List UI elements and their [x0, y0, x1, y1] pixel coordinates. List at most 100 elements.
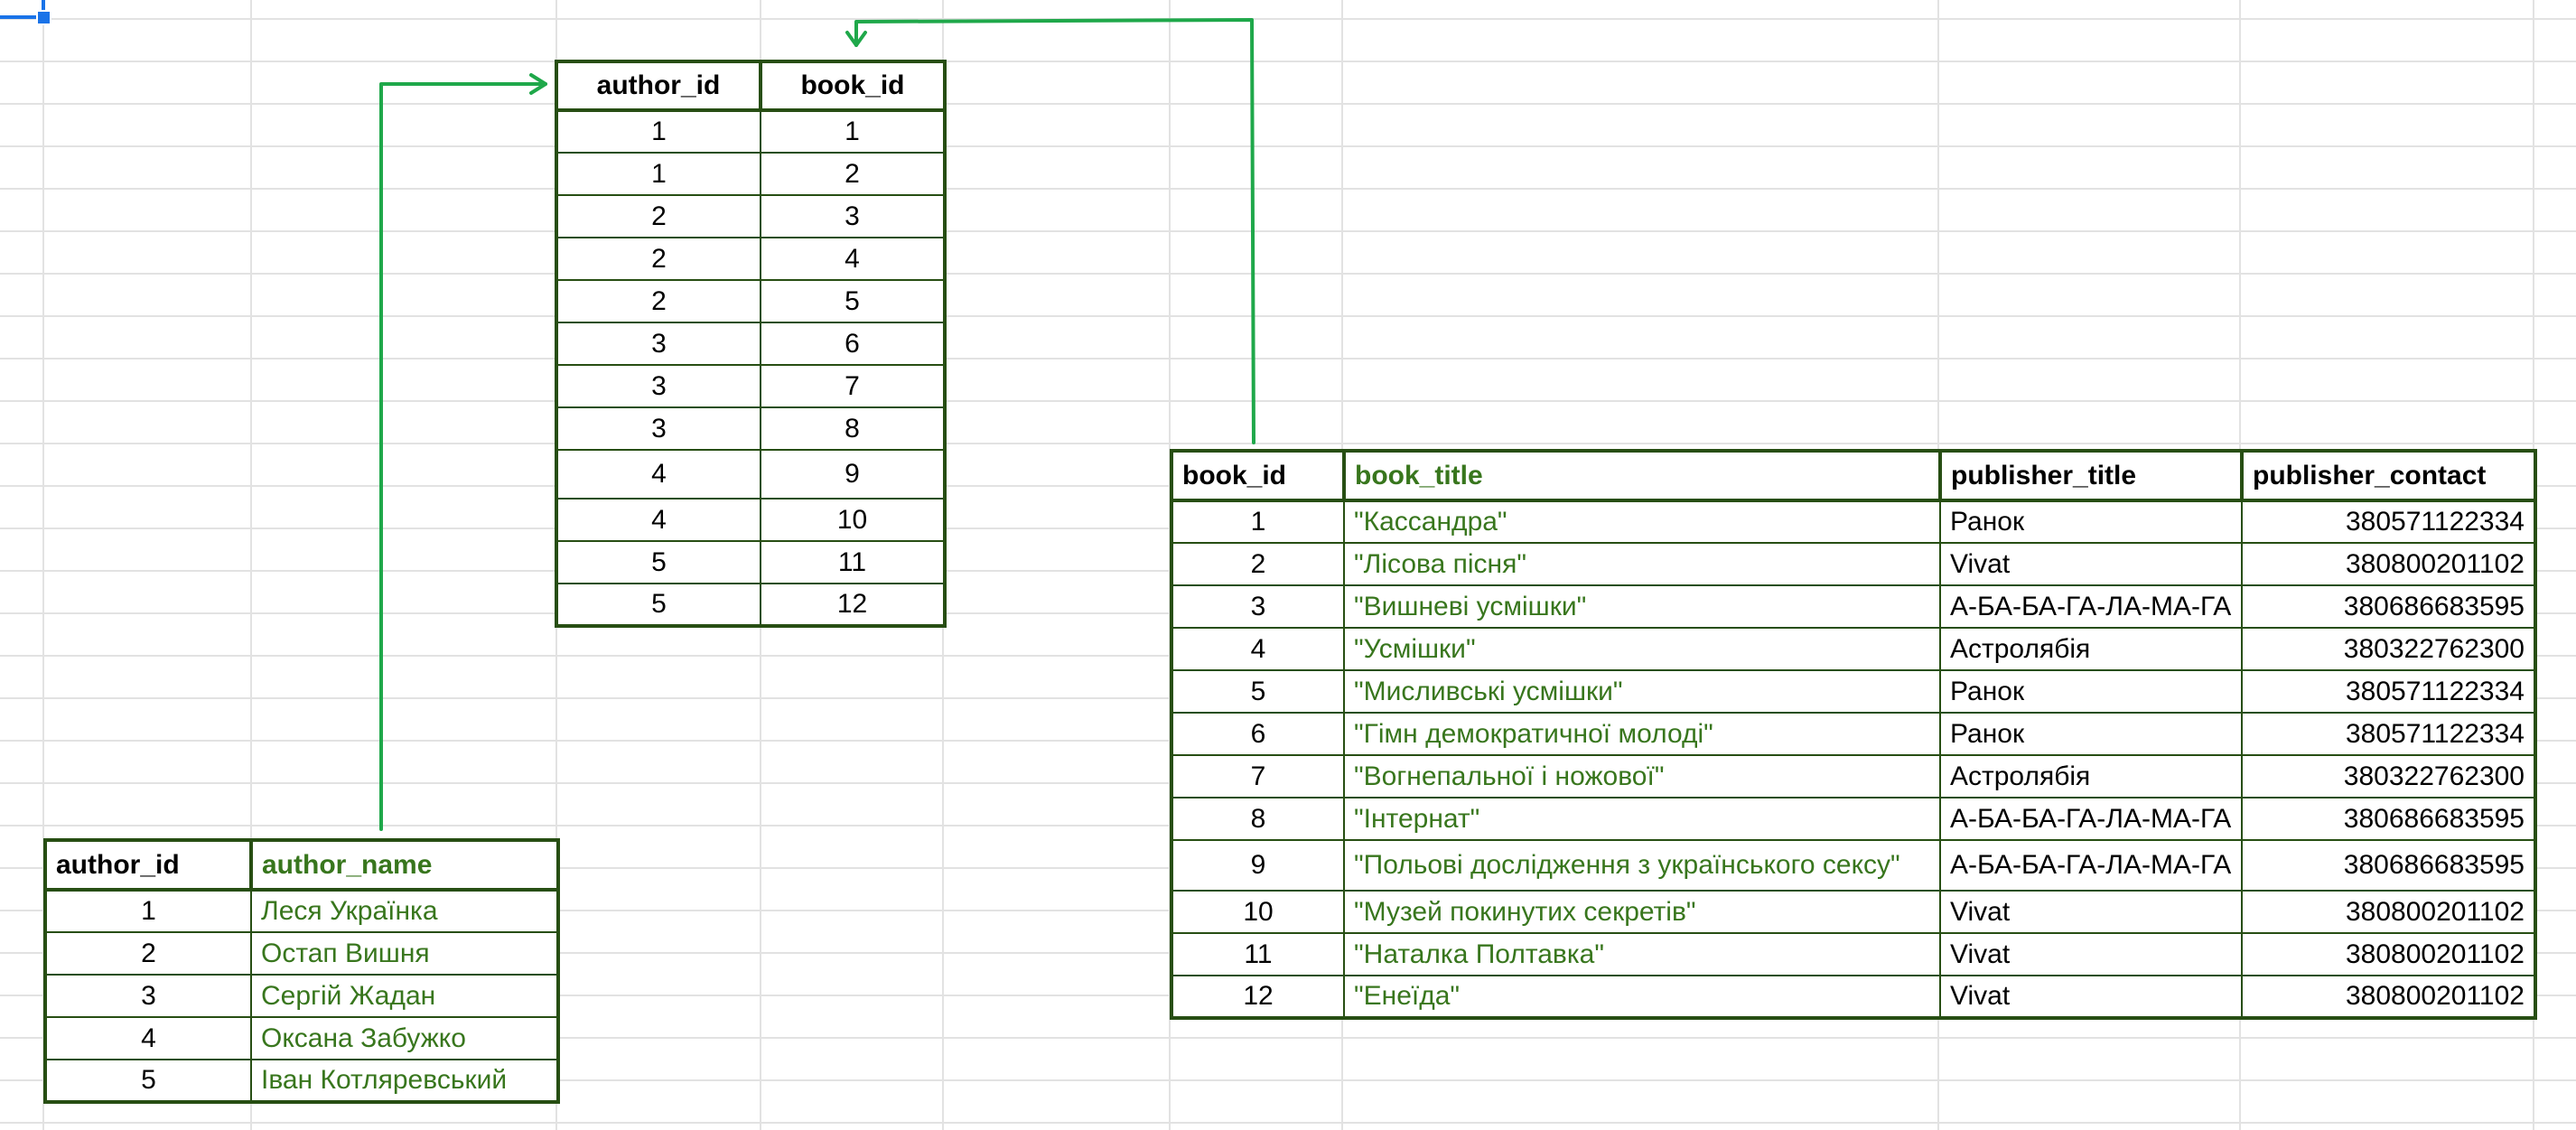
- cell-publisher-title[interactable]: Vivat: [1939, 932, 2243, 976]
- cell-book-id[interactable]: 1: [1171, 500, 1345, 544]
- cell-publisher-title[interactable]: Vivat: [1939, 890, 2243, 934]
- cell-publisher-title[interactable]: Ранок: [1939, 712, 2243, 756]
- cell-book-id[interactable]: 6: [1171, 712, 1345, 756]
- cell-book-id[interactable]: 8: [1171, 797, 1345, 841]
- cell-publisher-title[interactable]: Ранок: [1939, 669, 2243, 714]
- header-cell-book-title[interactable]: book_title: [1342, 449, 1942, 502]
- cell-author-id[interactable]: 1: [555, 152, 761, 196]
- header-cell-publisher-contact[interactable]: publisher_contact: [2240, 449, 2537, 502]
- cell-author-id[interactable]: 1: [555, 109, 761, 154]
- cell-book-id[interactable]: 5: [760, 279, 946, 323]
- cell-book-id[interactable]: 9: [760, 449, 946, 500]
- cell-book-id[interactable]: 2: [1171, 542, 1345, 586]
- cell-book-title[interactable]: "Польові дослідження з українського секс…: [1343, 839, 1941, 892]
- cell-book-id[interactable]: 4: [1171, 627, 1345, 671]
- header-cell-author-id[interactable]: author_id: [555, 60, 762, 112]
- cell-book-id[interactable]: 7: [1171, 754, 1345, 798]
- header-cell-book-id[interactable]: book_id: [1170, 449, 1346, 502]
- header-cell-author-name[interactable]: author_name: [249, 838, 560, 892]
- cell-publisher-contact[interactable]: 380571122334: [2241, 712, 2536, 756]
- cell-author-id[interactable]: 1: [44, 889, 252, 933]
- cell-book-id[interactable]: 5: [1171, 669, 1345, 714]
- cell-book-id[interactable]: 6: [760, 322, 946, 366]
- cell-author-id[interactable]: 3: [555, 406, 761, 451]
- cell-author-id[interactable]: 2: [555, 279, 761, 323]
- cell-book-id[interactable]: 11: [760, 540, 946, 584]
- cell-book-id[interactable]: 12: [1171, 975, 1345, 1019]
- cell-author-id[interactable]: 3: [555, 364, 761, 408]
- cell-publisher-title[interactable]: Астролябія: [1939, 627, 2243, 671]
- cell-publisher-title[interactable]: А-БА-БА-ГА-ЛА-МА-ГА: [1939, 839, 2243, 892]
- cell-book-title[interactable]: "Кассандра": [1343, 500, 1941, 544]
- cell-book-title[interactable]: "Наталка Полтавка": [1343, 932, 1941, 976]
- cell-publisher-contact[interactable]: 380686683595: [2241, 839, 2536, 892]
- cell-publisher-contact[interactable]: 380322762300: [2241, 627, 2536, 671]
- cell-author-name[interactable]: Оксана Забужко: [250, 1016, 559, 1060]
- cell-book-id[interactable]: 4: [760, 237, 946, 281]
- cell-publisher-contact[interactable]: 380571122334: [2241, 500, 2536, 544]
- cell-publisher-contact[interactable]: 380800201102: [2241, 975, 2536, 1019]
- cell-author-name[interactable]: Леся Українка: [250, 889, 559, 933]
- cell-author-id[interactable]: 3: [44, 974, 252, 1018]
- cell-book-title[interactable]: "Вогнепальної і ножової": [1343, 754, 1941, 798]
- cell-publisher-contact[interactable]: 380800201102: [2241, 890, 2536, 934]
- cell-book-id[interactable]: 8: [760, 406, 946, 451]
- cell-author-id[interactable]: 5: [555, 583, 761, 627]
- cell-author-id[interactable]: 4: [44, 1016, 252, 1060]
- cell-publisher-title[interactable]: А-БА-БА-ГА-ЛА-МА-ГА: [1939, 797, 2243, 841]
- cell-book-id[interactable]: 7: [760, 364, 946, 408]
- cell-author-id[interactable]: 2: [555, 194, 761, 238]
- cell-publisher-title[interactable]: Ранок: [1939, 500, 2243, 544]
- cell-publisher-title[interactable]: Vivat: [1939, 542, 2243, 586]
- cell-publisher-title[interactable]: Vivat: [1939, 975, 2243, 1019]
- cell-book-id[interactable]: 11: [1171, 932, 1345, 976]
- cell-publisher-contact[interactable]: 380800201102: [2241, 542, 2536, 586]
- cell-book-id[interactable]: 1: [760, 109, 946, 154]
- cell-book-id[interactable]: 3: [1171, 584, 1345, 629]
- cell-publisher-title[interactable]: Астролябія: [1939, 754, 2243, 798]
- header-cell-author-id[interactable]: author_id: [43, 838, 253, 892]
- fill-handle[interactable]: [36, 10, 51, 25]
- cell-book-id[interactable]: 2: [760, 152, 946, 196]
- cell-author-id[interactable]: 2: [555, 237, 761, 281]
- cell-author-id[interactable]: 4: [555, 449, 761, 500]
- cell-publisher-contact[interactable]: 380800201102: [2241, 932, 2536, 976]
- cell-author-id[interactable]: 5: [555, 540, 761, 584]
- cell-book-id[interactable]: 10: [760, 498, 946, 542]
- cell-author-name[interactable]: Сергій Жадан: [250, 974, 559, 1018]
- cell-author-id[interactable]: 5: [44, 1059, 252, 1103]
- author-book-header-row: author_id book_id: [555, 60, 947, 112]
- cell-book-title[interactable]: "Гімн демократичної молоді": [1343, 712, 1941, 756]
- cell-book-title[interactable]: "Мисливські усмішки": [1343, 669, 1941, 714]
- cell-author-id[interactable]: 3: [555, 322, 761, 366]
- cell-author-id[interactable]: 2: [44, 931, 252, 976]
- cell-book-title[interactable]: "Музей покинутих секретів": [1343, 890, 1941, 934]
- header-cell-publisher-title[interactable]: publisher_title: [1938, 449, 2244, 502]
- table-row: 9"Польові дослідження з українського сек…: [1171, 839, 2536, 892]
- cell-publisher-title[interactable]: А-БА-БА-ГА-ЛА-МА-ГА: [1939, 584, 2243, 629]
- cell-publisher-contact[interactable]: 380571122334: [2241, 669, 2536, 714]
- cell-author-id[interactable]: 4: [555, 498, 761, 542]
- cell-book-id[interactable]: 3: [760, 194, 946, 238]
- cell-book-title[interactable]: "Енеїда": [1343, 975, 1941, 1019]
- cell-author-name[interactable]: Іван Котляревський: [250, 1059, 559, 1103]
- cell-book-title[interactable]: "Усмішки": [1343, 627, 1941, 671]
- cell-book-title[interactable]: "Вишневі усмішки": [1343, 584, 1941, 629]
- cell-publisher-contact[interactable]: 380322762300: [2241, 754, 2536, 798]
- cell-book-id[interactable]: 10: [1171, 890, 1345, 934]
- cell-author-name[interactable]: Остап Вишня: [250, 931, 559, 976]
- cell-publisher-contact[interactable]: 380686683595: [2241, 797, 2536, 841]
- header-cell-book-id[interactable]: book_id: [759, 60, 947, 112]
- selected-cell-outline[interactable]: [0, 0, 45, 19]
- cell-book-id[interactable]: 9: [1171, 839, 1345, 892]
- cell-publisher-contact[interactable]: 380686683595: [2241, 584, 2536, 629]
- cell-book-id[interactable]: 12: [760, 583, 946, 627]
- cell-book-title[interactable]: "Інтернат": [1343, 797, 1941, 841]
- cell-book-title[interactable]: "Лісова пісня": [1343, 542, 1941, 586]
